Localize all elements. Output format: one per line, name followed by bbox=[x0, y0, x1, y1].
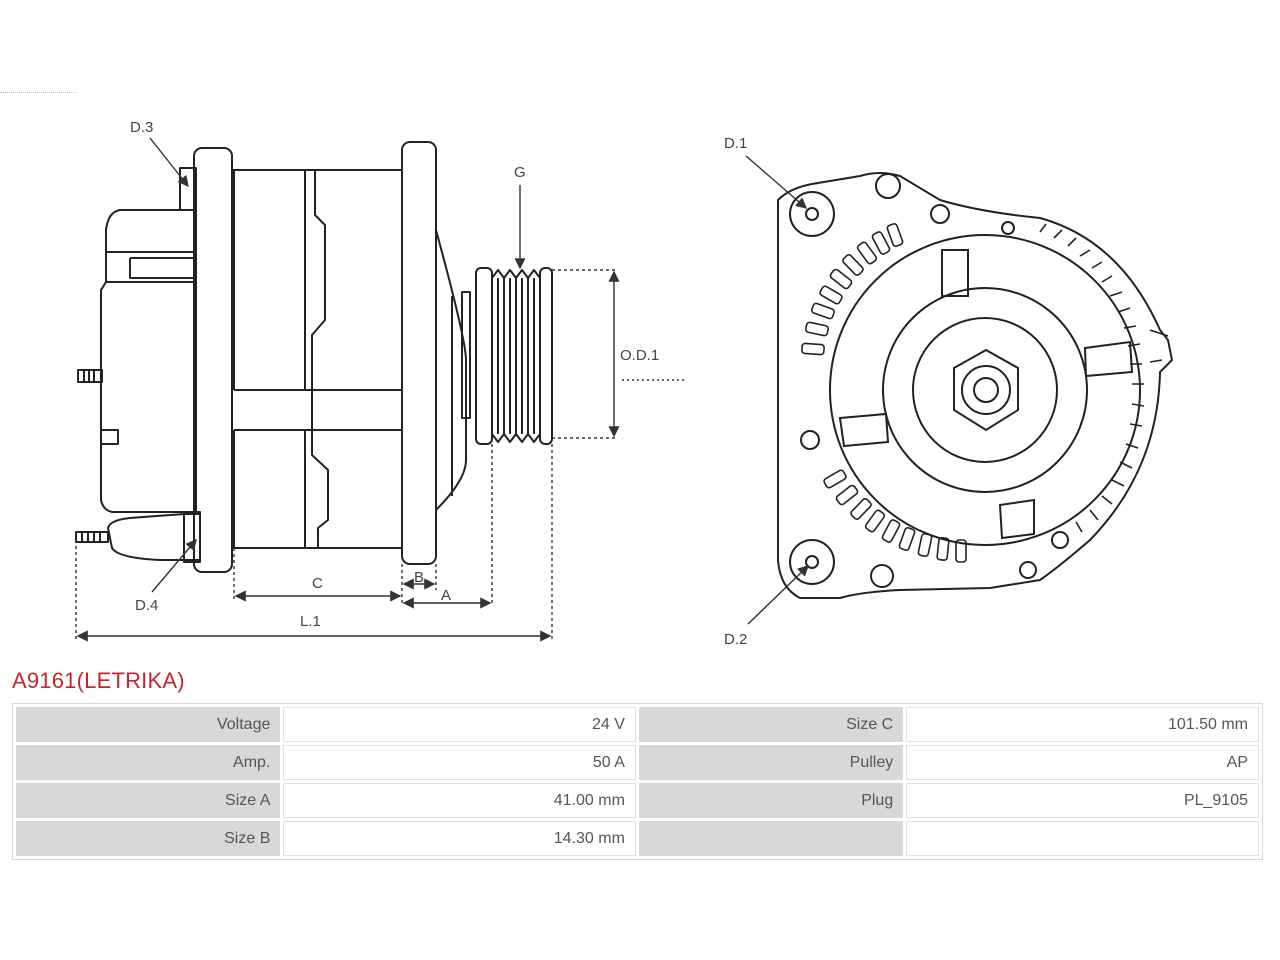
spec-value: 24 V bbox=[283, 707, 636, 742]
spec-value: PL_9105 bbox=[906, 783, 1259, 818]
label-d2: D.2 bbox=[724, 631, 747, 648]
label-b: B bbox=[414, 569, 424, 586]
spec-key: Size A bbox=[16, 783, 281, 818]
spec-value: AP bbox=[906, 745, 1259, 780]
table-row: Size B 14.30 mm bbox=[16, 821, 1259, 856]
rotor-circle bbox=[829, 234, 1141, 546]
label-a: A bbox=[441, 587, 451, 604]
spec-value: 101.50 mm bbox=[906, 707, 1259, 742]
spec-key: Pulley bbox=[638, 745, 904, 780]
spec-key bbox=[638, 821, 904, 856]
spec-value: 50 A bbox=[283, 745, 636, 780]
side-dimensions bbox=[75, 137, 686, 642]
label-d3: D.3 bbox=[130, 119, 153, 136]
terminal-d4 bbox=[75, 511, 201, 563]
shaft-collar bbox=[461, 291, 471, 419]
rear-stud bbox=[77, 369, 103, 383]
hex-nut bbox=[953, 348, 1019, 432]
label-l1: L.1 bbox=[300, 613, 321, 630]
table-row: Size A 41.00 mm Plug PL_9105 bbox=[16, 783, 1259, 818]
front-view bbox=[777, 172, 1174, 599]
stator-body bbox=[232, 169, 402, 549]
terminal-d3 bbox=[179, 167, 197, 211]
label-g: G bbox=[514, 164, 526, 181]
spec-key: Size B bbox=[16, 821, 281, 856]
spec-key: Amp. bbox=[16, 745, 281, 780]
rear-cover bbox=[100, 209, 197, 513]
label-d1: D.1 bbox=[724, 135, 747, 152]
label-c: C bbox=[312, 575, 323, 592]
spec-value bbox=[906, 821, 1259, 856]
mount-hole-d1 bbox=[789, 191, 835, 237]
front-flange bbox=[401, 141, 437, 565]
label-od1: O.D.1 bbox=[620, 347, 659, 364]
pulley bbox=[475, 267, 553, 445]
front-leaders bbox=[745, 155, 810, 625]
front-dome bbox=[435, 229, 467, 511]
alternator-technical-drawing: D.3 D.4 G O.D.1 C B A L.1 D.1 D.2 bbox=[75, 119, 1174, 648]
cooling-slots bbox=[801, 222, 1169, 563]
table-row: Voltage 24 V Size C 101.50 mm bbox=[16, 707, 1259, 742]
spec-value: 14.30 mm bbox=[283, 821, 636, 856]
spec-key: Size C bbox=[638, 707, 904, 742]
product-title: A9161(LETRIKA) bbox=[12, 668, 185, 693]
diagram-labels: D.3 D.4 G O.D.1 C B A L.1 D.1 D.2 bbox=[130, 119, 747, 648]
spec-key: Voltage bbox=[16, 707, 281, 742]
rear-flange bbox=[193, 147, 233, 573]
spec-key: Plug bbox=[638, 783, 904, 818]
mount-hole-d2 bbox=[789, 539, 835, 585]
side-view bbox=[75, 141, 553, 573]
label-d4: D.4 bbox=[135, 597, 158, 614]
decorative-dotted-line bbox=[0, 92, 76, 93]
table-row: Amp. 50 A Pulley AP bbox=[16, 745, 1259, 780]
specs-table: Voltage 24 V Size C 101.50 mm Amp. 50 A … bbox=[12, 703, 1263, 860]
spec-value: 41.00 mm bbox=[283, 783, 636, 818]
